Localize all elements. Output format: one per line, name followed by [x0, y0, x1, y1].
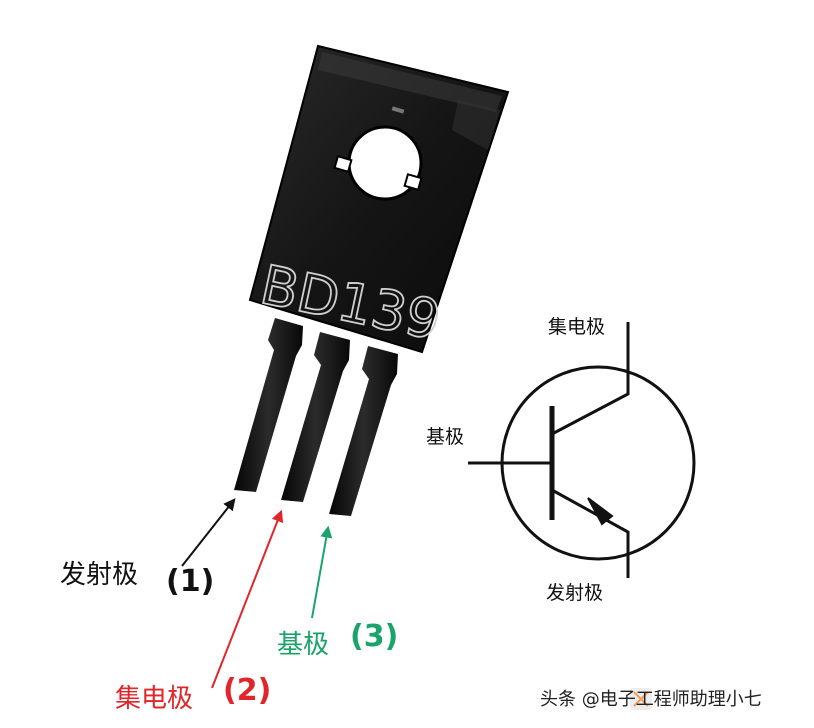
schematic-emitter-label: 发射极 — [546, 582, 604, 604]
body-highlight-right — [452, 100, 500, 150]
label-emitter: 发射极 — [60, 560, 139, 590]
label-collector: 集电极 — [115, 684, 194, 714]
leg-emitter — [234, 318, 303, 492]
watermark-text: 头条 @电子工程师助理小七 — [540, 689, 762, 710]
notch-left — [333, 155, 353, 173]
number-collector: (2) — [223, 673, 272, 708]
schematic-base-label: 基极 — [426, 426, 465, 448]
pin-arrows — [181, 498, 333, 689]
notch-right — [403, 173, 423, 191]
symbol-collector — [551, 322, 630, 436]
body-highlight — [318, 52, 502, 112]
arrow-emitter — [181, 498, 236, 567]
arrow-collector — [211, 509, 284, 689]
notch-top — [391, 106, 405, 114]
number-base: (3) — [350, 619, 399, 654]
transistor-legs — [234, 318, 398, 516]
npn-symbol — [468, 322, 696, 578]
leg-collector — [281, 332, 350, 502]
label-base: 基极 — [277, 630, 330, 660]
leg-base — [329, 346, 398, 516]
arrow-base — [311, 525, 333, 619]
number-emitter: (1) — [166, 564, 215, 599]
watermark-logo — [630, 688, 652, 710]
transistor-body: BD139 — [248, 44, 510, 353]
schematic-collector-label: 集电极 — [548, 316, 606, 338]
symbol-emitter — [551, 488, 630, 578]
symbol-emitter-arrow — [587, 497, 614, 526]
